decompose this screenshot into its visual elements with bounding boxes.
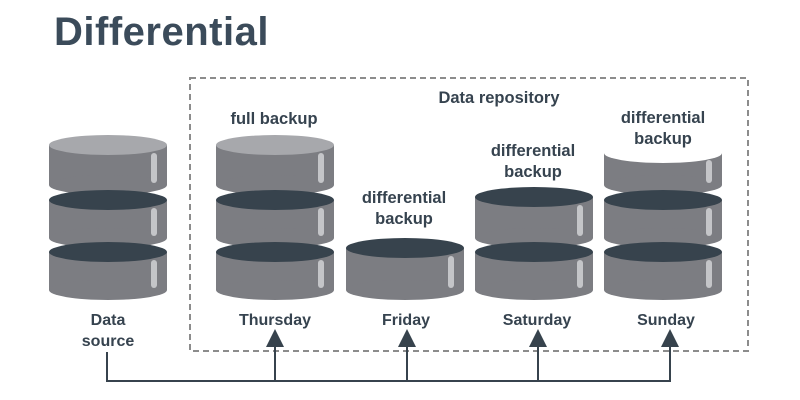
caption-line: full backup	[230, 110, 318, 128]
db-disk	[216, 135, 334, 195]
caption-line: backup	[634, 130, 692, 148]
caption-line: differential	[490, 142, 576, 160]
data-source-stack	[49, 135, 167, 300]
day-label-thursday: Thursday	[238, 312, 311, 329]
db-disk	[49, 242, 167, 300]
day-label-sunday: Sunday	[637, 312, 695, 329]
day-label-saturday: Saturday	[502, 312, 572, 329]
data-repository-border	[189, 77, 749, 352]
db-disk	[604, 190, 722, 248]
db-disk	[49, 190, 167, 248]
caption-line: differential	[361, 189, 447, 207]
day-label-friday: Friday	[381, 312, 430, 329]
sunday-stack	[604, 143, 722, 300]
db-disk	[216, 242, 334, 300]
db-disk	[604, 242, 722, 300]
db-disk	[216, 190, 334, 248]
db-disk	[475, 187, 593, 248]
caption-line: backup	[375, 210, 433, 228]
column-caption-sunday: differential backup	[588, 108, 738, 150]
db-disk	[475, 242, 593, 300]
source-label-line: source	[81, 333, 135, 350]
column-caption-saturday: differential backup	[458, 141, 608, 183]
data-source-label: Data source	[48, 310, 168, 352]
caption-line: differential	[620, 109, 706, 127]
thursday-stack	[216, 135, 334, 300]
source-label-line: Data	[90, 312, 126, 329]
column-caption-thursday: full backup	[199, 109, 349, 130]
column-caption-friday: differential backup	[329, 188, 479, 230]
connector-lines	[106, 329, 679, 382]
friday-stack	[346, 238, 464, 300]
db-disk	[49, 135, 167, 195]
db-disk	[604, 143, 722, 195]
saturday-stack	[475, 187, 593, 300]
data-repository-label: Data repository	[438, 89, 560, 107]
db-disk	[346, 238, 464, 300]
page-title: Differential	[54, 10, 269, 54]
caption-line: backup	[504, 163, 562, 181]
